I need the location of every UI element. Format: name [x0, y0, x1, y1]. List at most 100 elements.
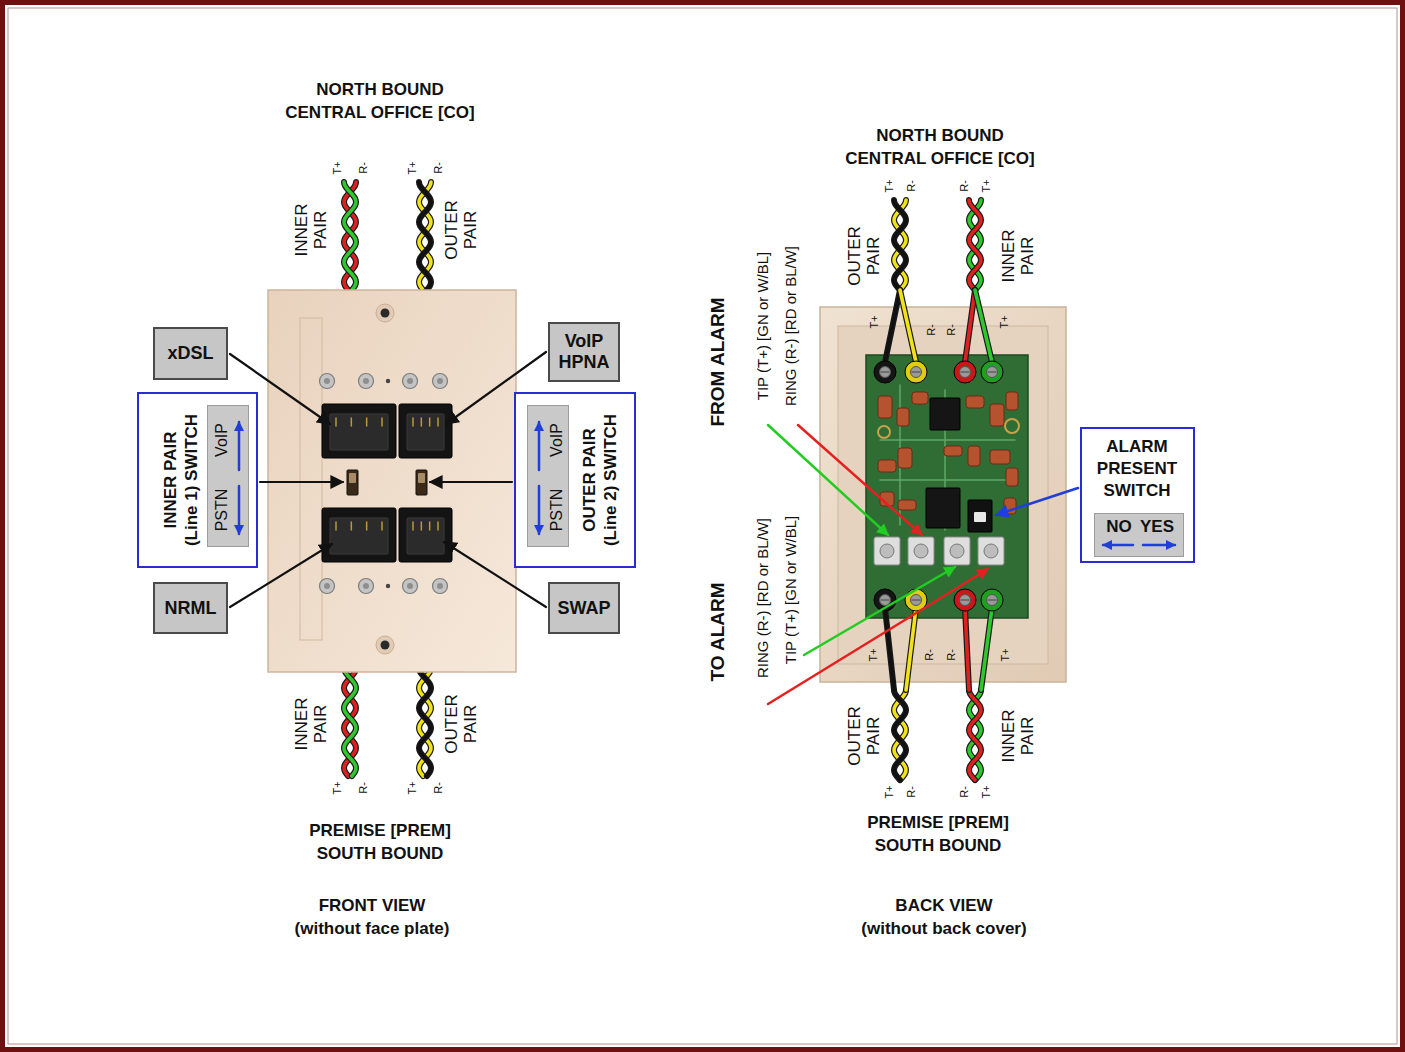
jack-contact — [351, 522, 353, 530]
wire-polarity: R- — [356, 162, 370, 174]
alarm-switch — [968, 500, 992, 532]
alarm-leader — [804, 567, 955, 655]
text-holder: TO ALARM — [706, 582, 730, 681]
conductor-name: RING (R-) [RD or BL/W] — [753, 518, 772, 678]
switch-position-box: PSTN VoIP — [527, 405, 569, 547]
slide-switch — [347, 470, 358, 495]
port-name: SWAP — [557, 598, 610, 619]
mount-hole — [381, 641, 390, 650]
direction-arrow — [238, 486, 241, 534]
screw-center — [437, 378, 443, 384]
wire-strand — [969, 200, 981, 290]
rj-jack — [399, 508, 452, 562]
terminal-screw — [987, 367, 998, 378]
conductor-name: RING (R-) [RD or BL/W] — [781, 246, 800, 406]
text-holder: RING (R-) [RD or BL/W] — [753, 518, 772, 678]
text-holder: FROM ALARM — [706, 297, 730, 426]
terminal-screw — [359, 579, 374, 594]
ic-chip — [926, 488, 960, 528]
wire-outline — [969, 690, 981, 780]
wire-pair-name: INNER PAIR — [292, 204, 330, 257]
wire-outline — [975, 290, 992, 362]
text-holder: FRONT VIEW (without face plate) — [285, 894, 460, 940]
capacitor — [912, 392, 928, 404]
wire-pair-name: OUTER PAIR — [845, 706, 883, 766]
jack-contact — [381, 418, 383, 426]
terminal-cap — [874, 361, 896, 383]
terminal-screw — [880, 595, 891, 606]
text-holder: OUTER PAIR — [845, 226, 883, 286]
wire-polarity: T+ — [866, 648, 880, 661]
text-holder: ALARM PRESENT SWITCH — [1097, 436, 1177, 502]
wire-outline — [885, 608, 894, 690]
pointer-arrow — [430, 481, 512, 483]
screw-slot — [988, 599, 996, 600]
pointer-arrow — [260, 481, 343, 483]
text-holder: R- — [944, 649, 958, 661]
wire-polarity: T+ — [882, 785, 896, 798]
wire-strand — [894, 200, 906, 290]
screw-center — [363, 583, 369, 589]
screw-center — [324, 378, 330, 384]
direction-arrow — [538, 486, 541, 534]
terminal-block-screw — [914, 544, 928, 558]
text-holder: R- — [431, 782, 445, 794]
screw-slot — [881, 599, 889, 600]
switch-position: VoIP — [547, 423, 567, 457]
text-holder: T+ — [882, 785, 896, 798]
capacitor — [968, 446, 980, 466]
jack-contact — [366, 418, 368, 426]
wire-polarity: T+ — [330, 161, 344, 174]
conductor-name: TIP (T+) [GN or W/BL] — [781, 516, 800, 665]
alarm-switch-lever — [974, 512, 986, 522]
text-holder: OUTER PAIR — [845, 706, 883, 766]
text-holder: NORTH BOUND CENTRAL OFFICE [CO] — [276, 78, 484, 124]
text-holder: PREMISE [PREM] SOUTH BOUND — [295, 819, 465, 865]
wire-strand — [885, 290, 900, 362]
port-label-box: xDSL — [153, 327, 228, 380]
plate-recess — [838, 326, 1048, 664]
terminal-block — [944, 537, 970, 565]
port-label-box: SWAP — [548, 582, 620, 634]
switch-slider — [418, 473, 425, 483]
wire-strand — [344, 182, 356, 296]
jack-contact — [351, 418, 353, 426]
jack-contact — [429, 522, 431, 530]
wire-polarity: R- — [924, 324, 938, 336]
switch-position: NO — [1106, 516, 1132, 537]
wire-strand — [419, 182, 431, 296]
screw-slot — [961, 371, 969, 372]
port-name: NRML — [165, 598, 217, 619]
text-holder: PSTN — [547, 489, 567, 532]
capacitor — [990, 404, 1004, 426]
port-label-box: NRML — [153, 582, 228, 634]
ic-chip — [930, 398, 960, 430]
terminal-screw — [960, 367, 971, 378]
switch-slider — [349, 473, 356, 483]
wire-polarity: R- — [957, 180, 971, 192]
switch-callout-box: INNER PAIR (Line 1) SWITCHPSTNVoIP — [137, 392, 258, 568]
text-holder: INNER PAIR — [292, 698, 330, 751]
text-holder: R- — [431, 162, 445, 174]
wire-polarity: T+ — [330, 781, 344, 794]
terminal-cap — [981, 361, 1003, 383]
text-holder: TIP (T+) [GN or W/BL] — [781, 516, 800, 665]
capacitor — [898, 500, 916, 510]
screw-center — [407, 583, 413, 589]
capacitor — [966, 396, 984, 408]
wire-outline — [419, 182, 431, 296]
wire-polarity: R- — [431, 162, 445, 174]
rj-jack — [322, 508, 396, 562]
switch-callout-box: OUTER PAIR (Line 2) SWITCHPSTNVoIP — [514, 392, 636, 568]
text-holder: VoIP — [212, 423, 232, 457]
text-holder: R- — [924, 324, 938, 336]
terminal-screw — [987, 595, 998, 606]
terminal-screw — [960, 595, 971, 606]
wire-polarity: R- — [356, 782, 370, 794]
terminal-cap — [954, 589, 976, 611]
wire-outline — [344, 182, 356, 296]
wire-outline — [894, 200, 906, 290]
wire-pair-name: INNER PAIR — [999, 710, 1037, 763]
wire-outline — [969, 690, 981, 780]
wire-strand — [885, 608, 894, 690]
